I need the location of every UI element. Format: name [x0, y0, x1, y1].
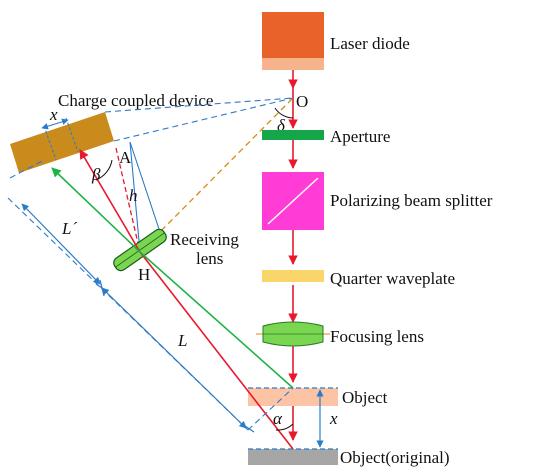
point-h-label: H	[138, 265, 150, 284]
quarter-waveplate	[262, 270, 324, 282]
receiving-lens-label-1: Receiving	[170, 230, 239, 249]
ccd-to-o-dash-upper	[104, 97, 294, 113]
object-label: Object	[342, 388, 388, 407]
ccd-to-o-dash-lower	[113, 97, 294, 142]
crosshair-marks	[95, 279, 255, 433]
object-original	[248, 449, 338, 465]
l-prime-label: L´	[61, 219, 77, 238]
lens-axis-to-o	[139, 97, 294, 253]
red-reflected-ray-upper	[79, 149, 141, 253]
alpha-angle-arc	[275, 423, 294, 431]
h-label: h	[129, 186, 138, 205]
l-dimension	[101, 287, 247, 429]
point-a-label: A	[119, 148, 132, 167]
alpha-label: α	[273, 409, 283, 428]
beta-angle-arc	[95, 159, 113, 181]
object-to-l-dash	[247, 387, 294, 431]
h-line	[129, 141, 141, 253]
polarizing-beam-splitter	[262, 172, 324, 230]
point-o-label: O	[296, 92, 308, 111]
original-ray-dashed	[115, 147, 141, 253]
l-label: L	[177, 331, 187, 350]
quarter-waveplate-label: Quarter waveplate	[330, 269, 455, 288]
laser-diode	[262, 12, 324, 70]
x-label: x	[329, 409, 338, 428]
laser-diode-label: Laser diode	[330, 34, 410, 53]
ccd-label: Charge coupled device	[58, 91, 213, 110]
charge-coupled-device	[10, 112, 114, 173]
aperture-label: Aperture	[330, 127, 390, 146]
ccd-x-label: x	[49, 105, 58, 124]
delta-angle-arc	[274, 107, 294, 119]
object-original-label: Object(original)	[340, 448, 450, 467]
beta-label: β	[91, 165, 101, 184]
a-to-lens-line	[129, 141, 161, 233]
object	[248, 388, 338, 406]
focusing-lens	[256, 321, 330, 347]
pbs-label: Polarizing beam splitter	[330, 191, 493, 210]
l-prime-dimension	[21, 203, 101, 285]
ccd-x-dimension	[41, 117, 79, 161]
delta-label: δ	[277, 116, 286, 135]
receiving-lens-label-2: lens	[196, 249, 223, 268]
aperture	[262, 130, 324, 140]
ccd-to-l-dash	[9, 159, 45, 179]
focusing-lens-label: Focusing lens	[330, 327, 424, 346]
